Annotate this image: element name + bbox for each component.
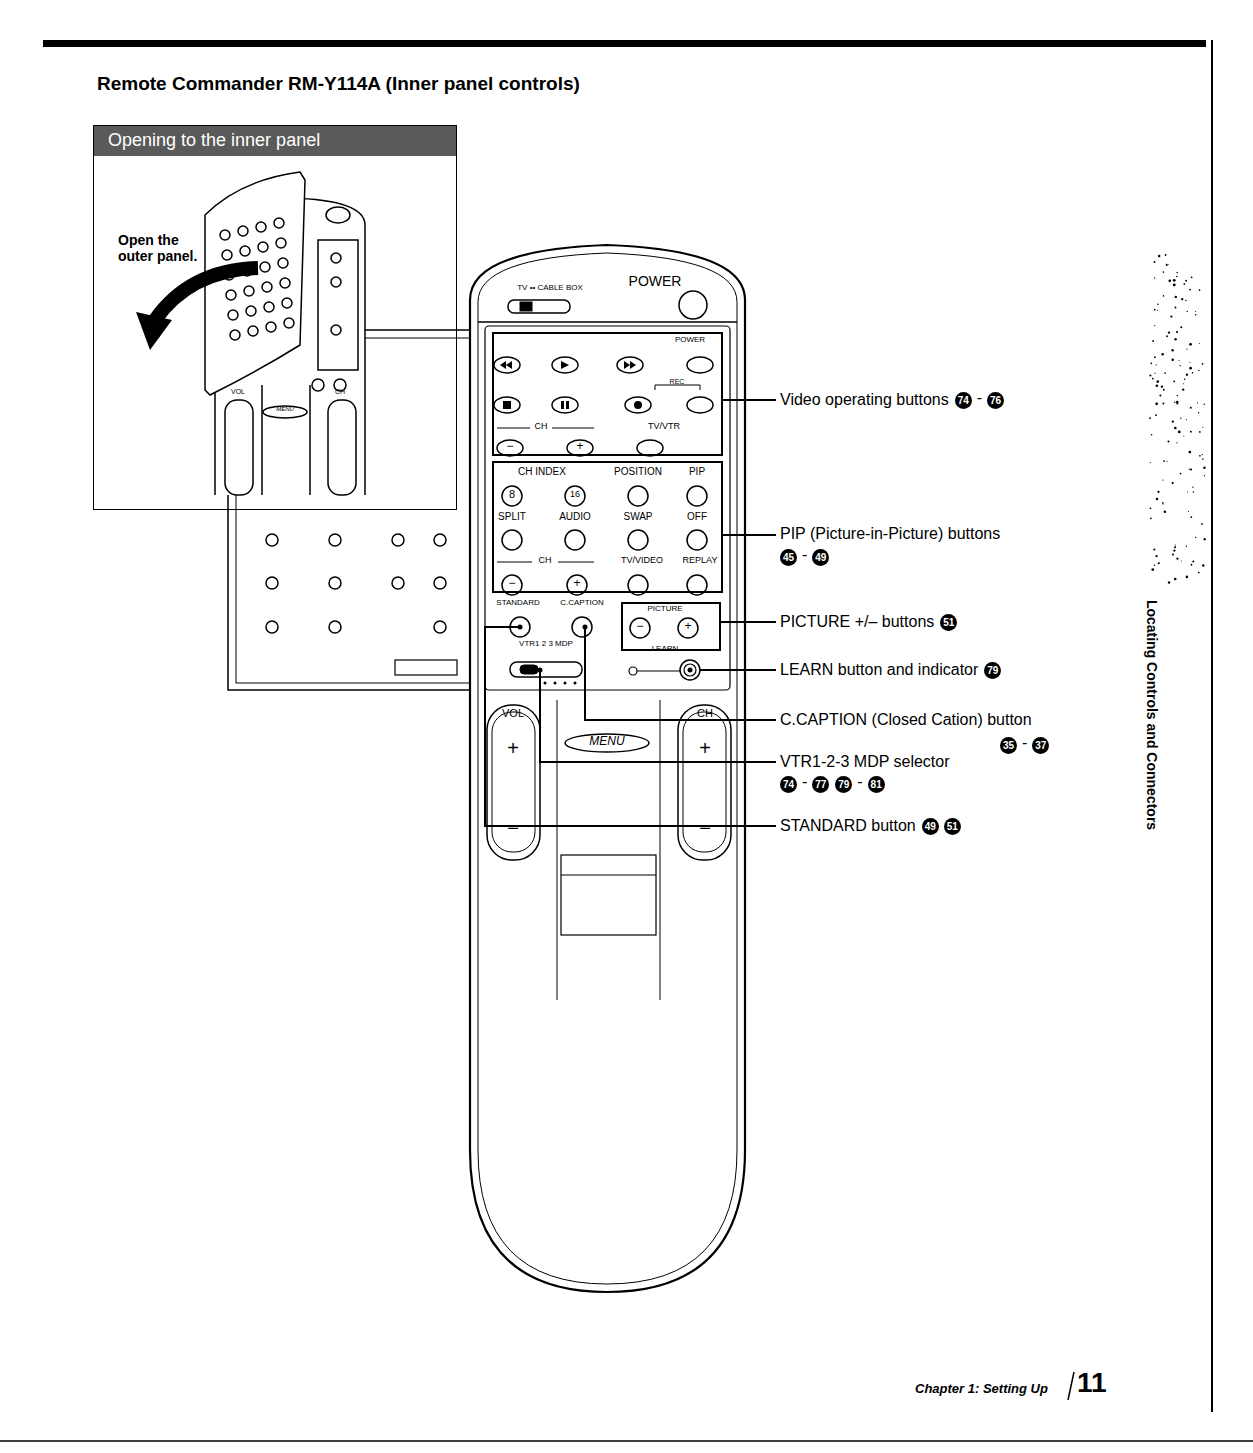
button-label: TV •• CABLE BOX [517,283,583,292]
button-label: CH [335,388,345,396]
callout-number: 51 [944,818,961,835]
callout-text: Video operating buttons [780,391,949,409]
callout-number: 81 [868,776,885,793]
callout-number: 74 [955,392,972,409]
button-label: AUDIO [559,511,591,523]
button-label: TV/VTR [648,421,680,431]
button-label: PICTURE [647,604,682,613]
callout-text: - [857,773,862,791]
callout-number: 35 [1000,737,1017,754]
button-label: OFF [687,511,707,523]
callout-number: 37 [1032,737,1049,754]
button-label: MENU [589,735,624,749]
button-label: POWER [675,335,705,344]
button-label: REPLAY [683,555,718,565]
callout-text: PIP (Picture-in-Picture) buttons [780,525,1000,543]
callout-number: 51 [940,614,957,631]
button-label: VOL [502,707,524,720]
button-label: PIP [689,466,705,478]
button-label: VTR1 2 3 MDP [519,639,573,648]
button-label: − [636,620,643,634]
button-label: − [508,577,515,591]
button-label: − [507,817,519,840]
button-label: + [573,577,580,591]
inset-heading: Opening to the inner panel [94,126,456,156]
button-label: CH [535,421,548,431]
button-label: MENU [276,406,294,413]
callout-number: 76 [987,392,1004,409]
button-label: VOL [231,388,245,396]
callout-number: 79 [984,662,1001,679]
button-label: + [576,440,583,454]
button-label: CH [539,555,552,565]
callout-number: 79 [835,776,852,793]
callout-text: - [1022,734,1027,752]
callout-text: C.CAPTION (Closed Cation) button [780,711,1032,729]
callout-number: 49 [922,818,939,835]
button-label: REC [670,378,685,386]
button-label: 16 [570,489,580,499]
button-label: CH INDEX [518,466,566,478]
callout-text: PICTURE +/– buttons [780,613,934,631]
chapter-footer: Chapter 1: Setting Up [915,1382,1048,1397]
button-label: POSITION [614,466,662,478]
callout-text: - [977,389,982,407]
callout-number: 45 [780,549,797,566]
button-label: TV/VIDEO [621,555,663,565]
button-label: STANDARD [496,598,539,607]
button-label: 8 [509,488,515,501]
callout-number: 49 [812,549,829,566]
button-label: − [699,817,711,840]
page-number: 11 [1077,1367,1107,1399]
button-label: SPLIT [498,511,526,523]
inset-instruction: Open the outer panel. [118,232,198,264]
callout-text: STANDARD button [780,817,916,835]
button-label: + [684,620,691,634]
button-label: − [506,440,513,454]
callout-text: VTR1-2-3 MDP selector [780,753,950,771]
button-label: POWER [629,273,682,289]
callout-text: LEARN button and indicator [780,661,978,679]
section-tab: Locating Controls and Connectors [1144,600,1160,830]
callout-number: 74 [780,776,797,793]
button-label: LEARN [652,644,679,653]
callout-text: - [802,773,807,791]
button-label: + [507,737,519,760]
button-label: + [699,737,711,760]
callout-number: 77 [812,776,829,793]
callout-text: - [802,546,807,564]
button-label: SWAP [623,511,652,523]
page-title: Remote Commander RM-Y114A (Inner panel c… [97,73,580,95]
inset-panel: Opening to the inner panelOpen the outer… [93,125,457,510]
button-label: C.CAPTION [560,598,604,607]
button-label: CH [697,707,713,720]
